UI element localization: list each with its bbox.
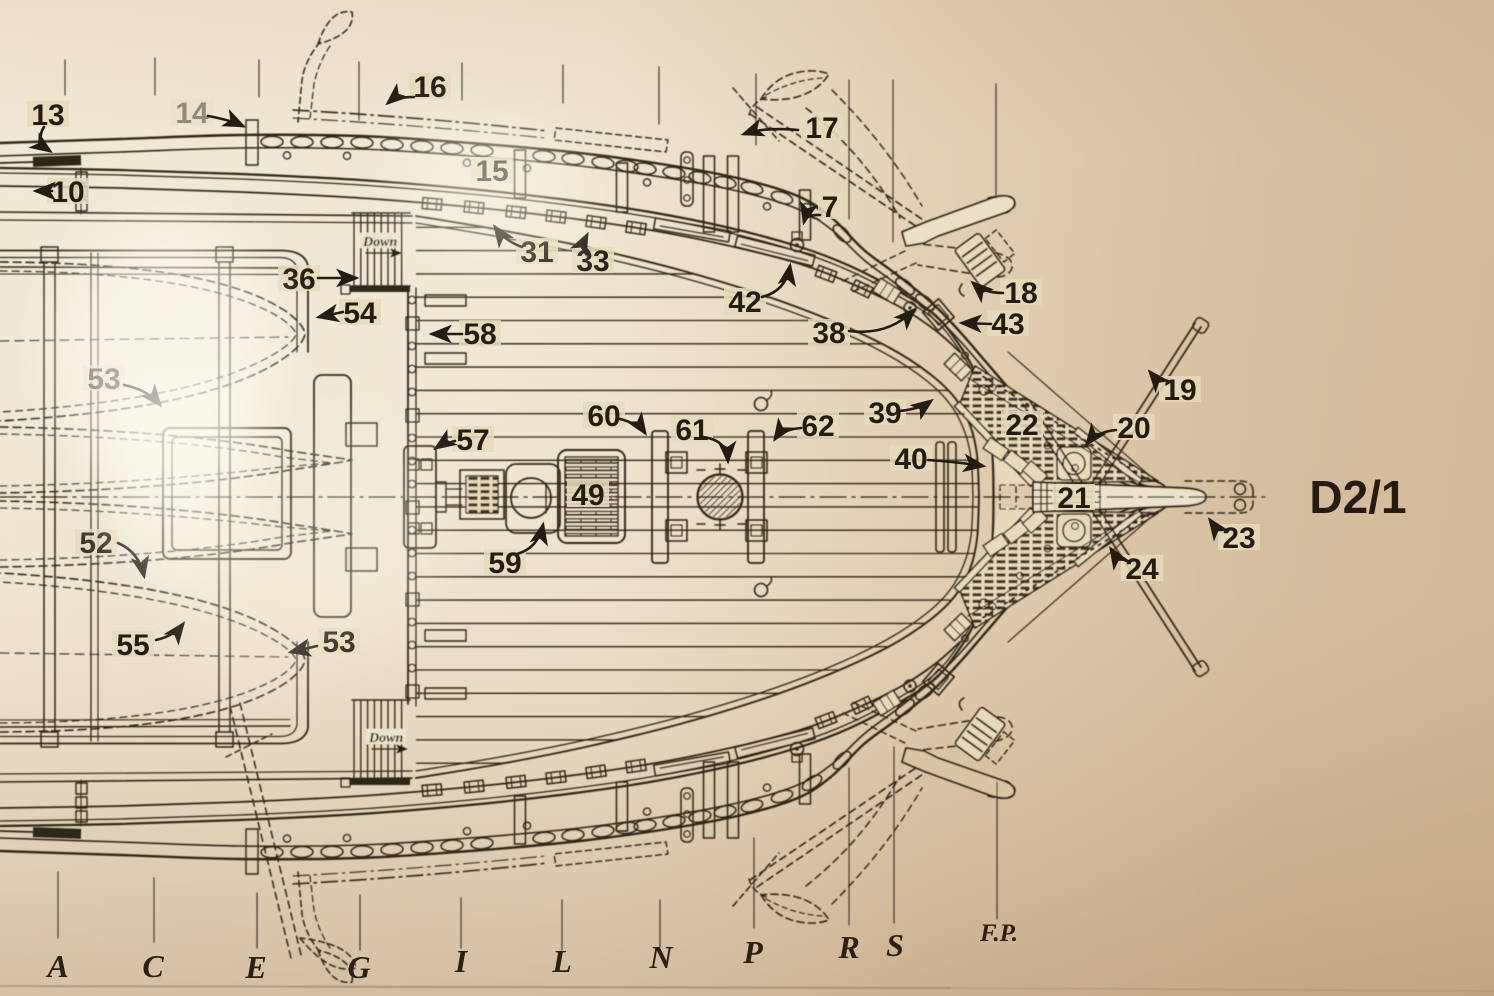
svg-text:C: C — [142, 948, 164, 984]
svg-text:24: 24 — [1125, 553, 1159, 586]
svg-text:20: 20 — [1117, 412, 1150, 445]
svg-text:62: 62 — [801, 410, 834, 443]
svg-text:60: 60 — [587, 400, 620, 433]
svg-text:52: 52 — [79, 527, 112, 560]
svg-text:N: N — [648, 939, 674, 975]
svg-text:13: 13 — [31, 99, 64, 132]
svg-text:P: P — [742, 934, 763, 970]
svg-text:E: E — [244, 949, 266, 985]
svg-text:7: 7 — [822, 191, 839, 224]
svg-text:49: 49 — [571, 479, 604, 512]
svg-text:42: 42 — [728, 286, 761, 319]
svg-text:18: 18 — [1004, 277, 1037, 310]
svg-text:I: I — [454, 943, 469, 979]
svg-text:59: 59 — [488, 547, 521, 580]
svg-text:G: G — [347, 949, 370, 985]
svg-text:54: 54 — [343, 297, 377, 330]
svg-text:38: 38 — [812, 317, 845, 350]
svg-text:10: 10 — [51, 176, 84, 209]
svg-text:Down: Down — [368, 731, 403, 746]
svg-text:16: 16 — [413, 71, 446, 104]
svg-text:33: 33 — [576, 245, 609, 278]
svg-text:Down: Down — [362, 235, 397, 250]
svg-text:S: S — [886, 927, 904, 963]
svg-text:21: 21 — [1057, 482, 1090, 515]
svg-text:61: 61 — [675, 414, 708, 447]
svg-text:39: 39 — [868, 397, 901, 430]
svg-text:D2/1: D2/1 — [1309, 471, 1406, 523]
svg-text:23: 23 — [1222, 522, 1255, 555]
svg-text:F.P.: F.P. — [979, 920, 1018, 947]
svg-text:L: L — [551, 943, 572, 979]
svg-text:19: 19 — [1163, 374, 1196, 407]
svg-text:14: 14 — [175, 97, 209, 130]
svg-text:R: R — [837, 929, 859, 965]
svg-text:A: A — [45, 948, 68, 984]
svg-text:22: 22 — [1005, 409, 1038, 442]
svg-text:55: 55 — [116, 629, 149, 662]
svg-text:43: 43 — [991, 308, 1024, 341]
svg-text:36: 36 — [282, 263, 315, 296]
svg-text:58: 58 — [463, 318, 496, 351]
svg-text:57: 57 — [456, 424, 489, 457]
svg-text:40: 40 — [894, 443, 927, 476]
svg-text:17: 17 — [805, 112, 838, 145]
